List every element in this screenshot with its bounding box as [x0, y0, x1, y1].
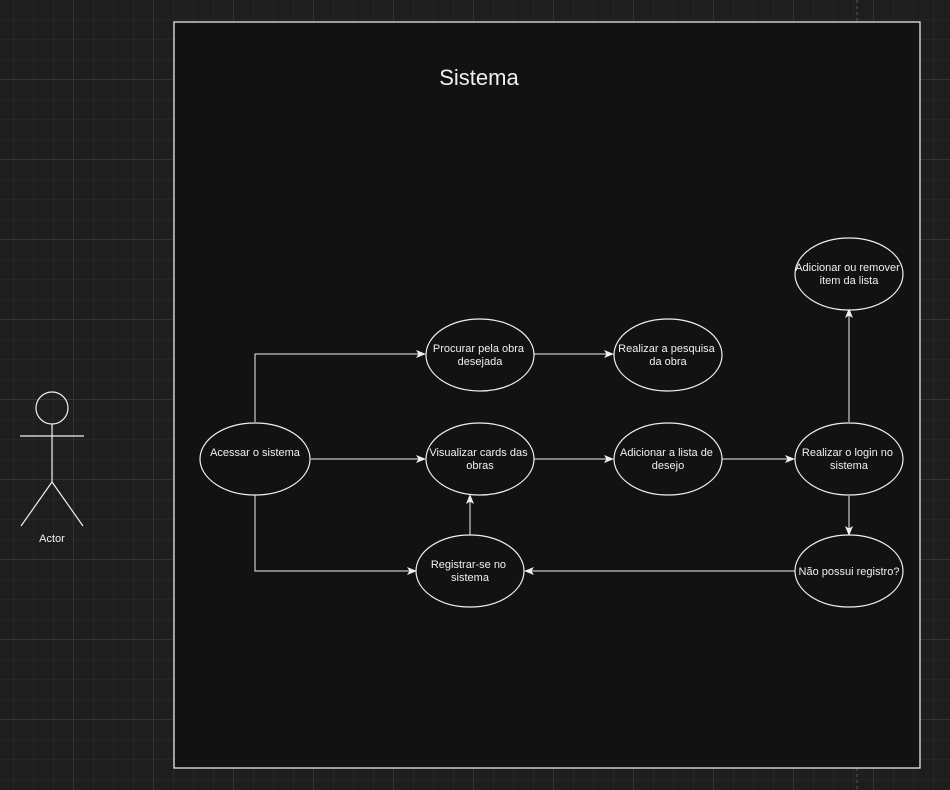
actor[interactable]: Actor	[20, 391, 84, 545]
use-case-label: Visualizar cards das obras	[429, 447, 530, 472]
use-case-label-line: Adicionar a lista de	[620, 447, 713, 459]
use-case-procurar-pela-obra[interactable]: Procurar pela obra desejada	[425, 318, 535, 392]
use-case-acessar-o-sistema[interactable]: Acessar o sistema	[199, 422, 311, 496]
use-case-adicionar-lista-desejo[interactable]: Adicionar a lista de desejo	[613, 422, 723, 496]
use-case-realizar-login[interactable]: Realizar o login no sistema	[794, 422, 904, 496]
use-case-label: Não possui registro?	[799, 566, 900, 578]
system-boundary-title: Sistema	[439, 65, 519, 90]
use-case-label-line: Acessar o sistema	[210, 447, 301, 459]
use-case-label-line: Não possui registro?	[799, 566, 900, 578]
use-case-label: Realizar o login no sistema	[802, 447, 896, 472]
use-case-ellipse	[794, 422, 904, 496]
use-case-label-line: da obra	[649, 356, 687, 368]
actor-right-leg	[51, 481, 84, 527]
use-case-ellipse	[199, 422, 311, 496]
use-case-label-line: item da lista	[820, 275, 880, 287]
use-case-label-line: Visualizar cards das	[429, 447, 528, 459]
use-case-label: Adicionar ou remover item da lista	[795, 262, 903, 287]
use-case-label: Adicionar a lista de desejo	[620, 447, 716, 472]
use-case-label-line: Realizar o login no	[802, 447, 893, 459]
use-case-gerenciar-lista[interactable]: Adicionar ou remover item da lista	[794, 237, 904, 311]
use-case-label-line: Registrar-se no	[431, 559, 506, 571]
edge-acessar-to-registrar	[254, 494, 417, 575]
use-case-label-line: desejada	[458, 356, 504, 368]
use-case-registrar-se[interactable]: Registrar-se no sistema	[415, 534, 525, 608]
use-case-label-line: sistema	[451, 572, 490, 584]
edge-acessar-to-procurar	[254, 350, 426, 422]
use-case-ellipse	[794, 237, 904, 311]
use-case-label: Acessar o sistema	[210, 447, 301, 459]
use-case-label-line: Adicionar ou remover	[795, 262, 900, 274]
system-boundary[interactable]	[173, 21, 921, 769]
use-case-ellipse	[613, 422, 723, 496]
use-case-label-line: Realizar a pesquisa	[618, 343, 715, 355]
use-case-nao-possui-registro[interactable]: Não possui registro?	[794, 534, 904, 608]
use-case-label-line: sistema	[830, 460, 869, 472]
actor-head	[35, 391, 69, 425]
actor-left-leg	[20, 481, 53, 527]
use-case-label-line: desejo	[652, 460, 684, 472]
use-case-label: Realizar a pesquisa da obra	[618, 343, 718, 368]
use-case-label-line: Procurar pela obra	[433, 343, 525, 355]
use-case-realizar-pesquisa[interactable]: Realizar a pesquisa da obra	[613, 318, 723, 392]
use-case-ellipse	[613, 318, 723, 392]
use-case-label: Registrar-se no sistema	[431, 559, 509, 584]
use-case-label: Procurar pela obra desejada	[433, 343, 527, 368]
use-case-ellipse	[425, 318, 535, 392]
use-case-ellipse	[794, 534, 904, 608]
use-case-ellipse	[425, 422, 535, 496]
actor-label: Actor	[39, 533, 65, 545]
use-case-ellipse	[415, 534, 525, 608]
use-case-visualizar-cards[interactable]: Visualizar cards das obras	[425, 422, 535, 496]
use-case-label-line: obras	[466, 460, 494, 472]
